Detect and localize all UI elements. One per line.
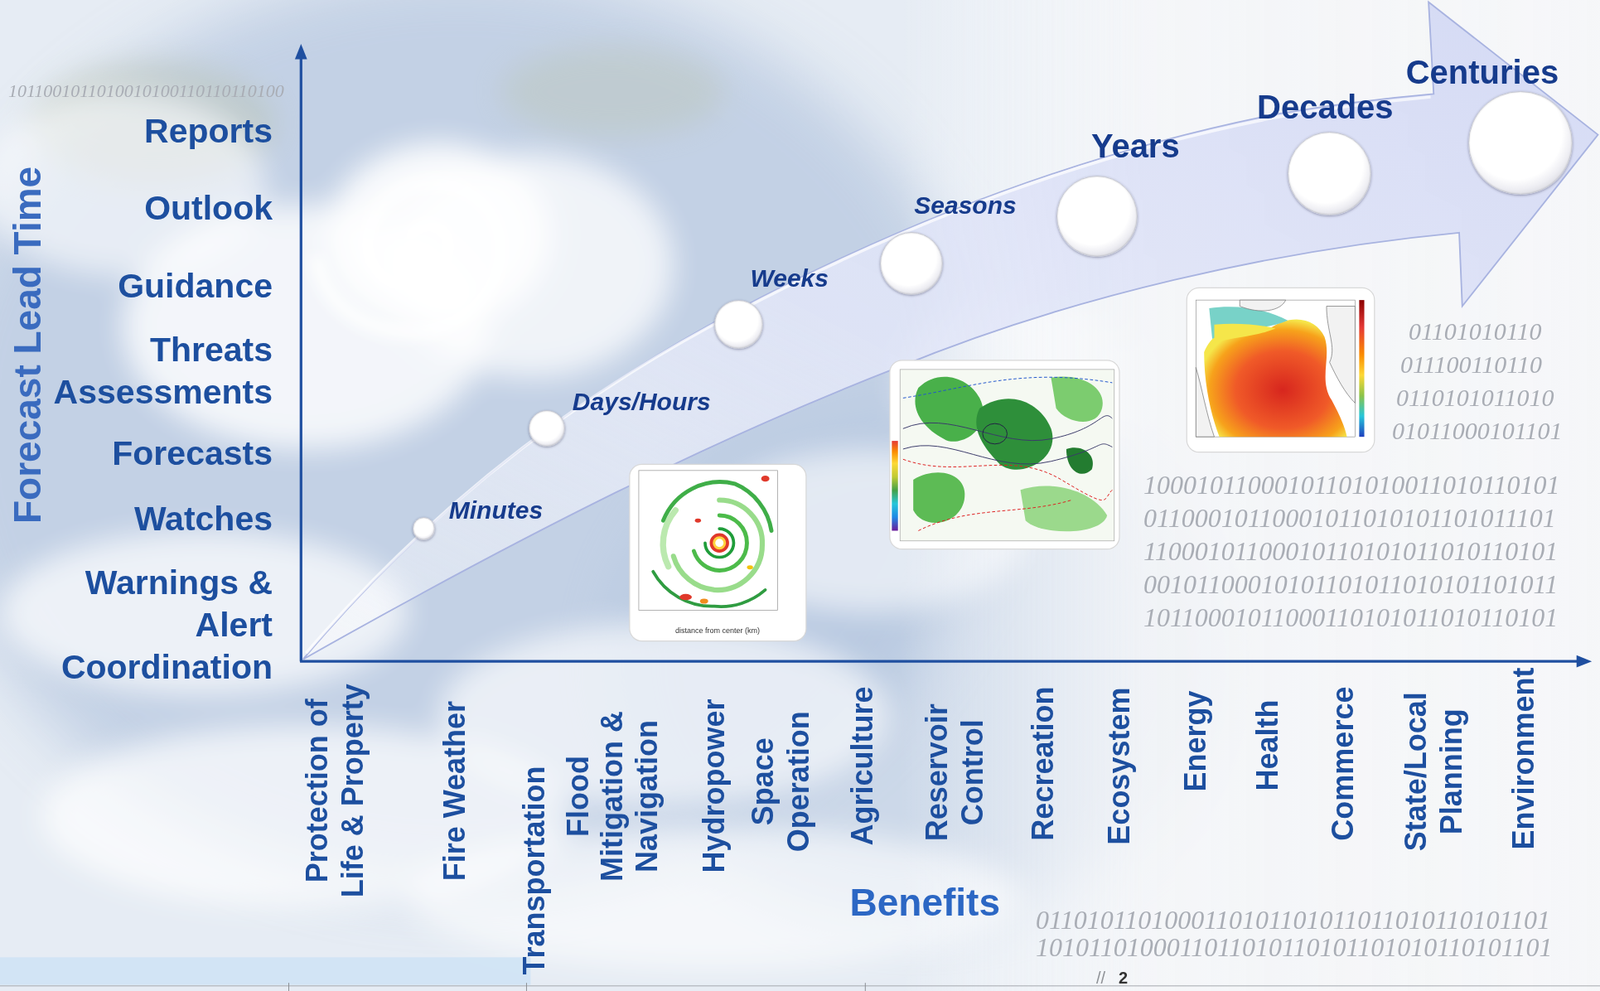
land <box>1195 367 1214 437</box>
hurricane-eye <box>715 538 724 547</box>
binary-watermark: 00101100010101101011010101101011 <box>1143 570 1558 598</box>
footer-stripe <box>0 957 531 985</box>
colorbar <box>891 440 898 531</box>
hurricane-eye <box>710 534 728 552</box>
benefit-label: Space Operation <box>744 705 817 859</box>
ocean-map-inset <box>1186 287 1375 452</box>
plot-frame <box>638 470 778 611</box>
axis-title: Forecast Lead Time <box>5 165 50 523</box>
lead-time-label: Forecasts <box>40 432 273 475</box>
contours <box>903 377 1112 531</box>
land <box>1326 306 1355 404</box>
binary-watermark: 01101010110 <box>1408 319 1542 344</box>
rain-cores <box>679 475 769 605</box>
cool-water <box>1213 323 1276 344</box>
footer-line <box>0 985 1600 987</box>
binary-watermark: 11000101100010110101011010110101 <box>1143 537 1558 565</box>
timescale-label: Minutes <box>449 496 543 526</box>
benefit-label: Flood Mitigation & Navigation <box>560 701 664 891</box>
binary-watermark: 1010110100011011010110101101010110101101 <box>1035 933 1552 961</box>
inset-frame <box>1186 287 1375 452</box>
axes <box>294 43 1592 668</box>
binary-watermark: 01011000101101 <box>1392 418 1563 444</box>
benefit-label: State/Local Planning <box>1397 686 1470 857</box>
benefit-label: Recreation <box>1024 686 1061 841</box>
page-number: // <box>1096 968 1106 988</box>
binary-watermark: 10001011000101101010011010110101 <box>1143 471 1561 498</box>
benefit-label: Environment <box>1505 667 1542 850</box>
inset-axis-label: distance from center (km) <box>675 626 760 635</box>
benefit-label: Commerce <box>1324 686 1361 841</box>
benefit-label: Reservoir Control <box>918 697 991 847</box>
timescale-arrow <box>303 1 1599 659</box>
benefit-label: Fire Weather <box>436 700 473 880</box>
binary-watermark: 01100010110001011010101101011101 <box>1143 504 1557 532</box>
timescale-label: Decades <box>1256 87 1394 126</box>
binary-watermark: 0110101011010 <box>1396 385 1555 411</box>
lead-time-label: Reports <box>40 110 273 153</box>
axis-arrowhead <box>1576 655 1592 668</box>
timescale-label: Centuries <box>1406 53 1560 92</box>
lead-time-label: Guidance <box>40 265 273 308</box>
colorbar <box>1358 299 1364 437</box>
lead-time-label: Watches <box>40 497 273 541</box>
axis-arrowhead <box>294 43 308 59</box>
inset-frame <box>629 464 807 641</box>
hurricane-inset <box>629 464 807 641</box>
x-axis <box>299 660 1580 663</box>
binary-watermark: 011100110110 <box>1400 352 1542 378</box>
timescale-circle: Years <box>1056 175 1139 258</box>
sea-temperature <box>1203 319 1347 437</box>
page-number: 2 <box>1118 968 1128 988</box>
benefit-label: Protection of Life & Property <box>299 678 371 903</box>
benefit-label: Health <box>1249 699 1286 791</box>
rain-bands <box>652 482 772 607</box>
timescale-label: Seasons <box>913 191 1016 221</box>
plot-frame <box>1195 299 1355 437</box>
binary-watermark: 0110101101000110101101011011010110101101 <box>1035 906 1551 933</box>
timescale-circle: Centuries <box>1468 91 1573 196</box>
plot-frame <box>899 369 1115 542</box>
curved-arrow <box>303 1 1599 659</box>
binary-watermark: 1011001011010010100110110110100 <box>8 82 285 101</box>
timescale-circle: Seasons <box>879 232 943 295</box>
weather-map-inset <box>889 360 1120 550</box>
benefit-label: Transportation <box>516 765 552 975</box>
timescale-circle: Days/Hours <box>528 410 566 447</box>
footer-ticks <box>289 982 866 991</box>
timescale-circle: Weeks <box>714 299 764 349</box>
lead-time-label: Threats Assessments <box>40 328 273 414</box>
timescale-circle: Minutes <box>412 517 436 540</box>
benefit-label: Energy <box>1177 690 1214 792</box>
timescale-label: Weeks <box>749 264 829 294</box>
lead-time-label: Warnings & Alert Coordination <box>40 561 273 688</box>
timescale-label: Days/Hours <box>572 387 711 417</box>
benefit-label: Hydropower <box>696 698 732 873</box>
lead-time-label: Outlook <box>40 187 273 230</box>
inset-frame <box>889 360 1120 550</box>
axis-title: Benefits <box>850 880 1001 925</box>
binary-watermark: 10110001011000110101011010110101 <box>1143 604 1558 631</box>
timescale-label: Years <box>1091 126 1180 165</box>
timescale-circle: Decades <box>1287 131 1372 216</box>
benefit-label: Agriculture <box>844 686 880 846</box>
land <box>1239 299 1286 311</box>
y-axis <box>299 55 303 663</box>
arrow-highlight <box>305 96 1431 653</box>
benefit-label: Ecosystem <box>1101 686 1137 845</box>
